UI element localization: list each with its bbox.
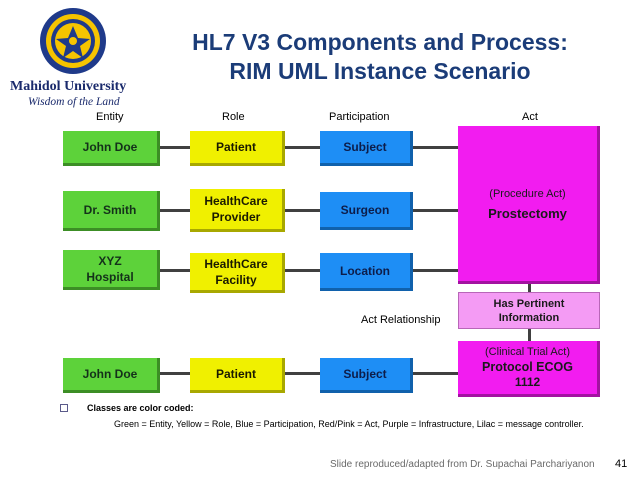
connector-line — [285, 209, 320, 212]
entity-box-john-doe-2: John Doe — [63, 358, 160, 393]
act-class-label: (Procedure Act) — [489, 187, 566, 200]
act-name-line-1: Protocol ECOG — [482, 360, 573, 374]
entity-label-line-2: Hospital — [86, 269, 134, 284]
act-class-label: (Clinical Trial Act) — [485, 346, 570, 358]
entity-box-xyz-hospital: XYZ Hospital — [63, 250, 160, 290]
role-label-line-2: Facility — [215, 272, 257, 287]
note-title: Classes are color coded: — [87, 403, 194, 413]
connector-line — [285, 372, 320, 375]
act-relationship-box: Has Pertinent Information — [458, 292, 600, 329]
connector-line — [528, 284, 531, 292]
note-body: Green = Entity, Yellow = Role, Blue = Pa… — [114, 419, 584, 429]
role-label-line-1: HealthCare — [204, 194, 268, 208]
act-relationship-label: Act Relationship — [361, 314, 441, 326]
connector-line — [285, 269, 320, 272]
university-motto: Wisdom of the Land — [28, 96, 120, 108]
mahidol-seal-logo — [40, 8, 106, 74]
connector-line — [413, 372, 458, 375]
role-label-line-1: HealthCare — [204, 256, 268, 271]
connector-line — [160, 146, 190, 149]
participation-box-surgeon: Surgeon — [320, 192, 413, 230]
connector-line — [413, 269, 458, 272]
participation-box-subject-2: Subject — [320, 358, 413, 393]
act-box-prostectomy: (Procedure Act) Prostectomy — [458, 126, 600, 284]
connector-line — [285, 146, 320, 149]
role-box-healthcare-facility: HealthCare Facility — [190, 253, 285, 293]
relationship-line-1: Has Pertinent — [493, 297, 565, 310]
act-box-protocol-ecog: (Clinical Trial Act) Protocol ECOG 1112 — [458, 341, 600, 397]
act-name-label: Prostectomy — [488, 205, 567, 221]
connector-line — [413, 209, 458, 212]
slide-title: HL7 V3 Components and Process: RIM UML I… — [140, 28, 620, 86]
title-line-2: RIM UML Instance Scenario — [229, 58, 531, 84]
column-header-act: Act — [522, 111, 538, 123]
connector-line — [160, 269, 190, 272]
role-box-healthcare-provider: HealthCare Provider — [190, 189, 285, 232]
connector-line — [413, 146, 458, 149]
column-header-entity: Entity — [96, 111, 124, 123]
entity-box-john-doe: John Doe — [63, 131, 160, 166]
connector-line — [160, 209, 190, 212]
university-name: Mahidol University — [10, 79, 127, 94]
participation-box-subject: Subject — [320, 131, 413, 166]
relationship-line-2: Information — [498, 311, 560, 324]
title-line-1: HL7 V3 Components and Process: — [192, 29, 568, 55]
entity-box-dr-smith: Dr. Smith — [63, 191, 160, 231]
column-header-participation: Participation — [329, 111, 390, 123]
connector-line — [528, 329, 531, 341]
entity-label-line-1: XYZ — [98, 253, 122, 268]
role-label-line-2: Provider — [211, 210, 261, 224]
role-box-patient: Patient — [190, 131, 285, 166]
role-box-patient-2: Patient — [190, 358, 285, 393]
connector-line — [160, 372, 190, 375]
act-name-line-2: 1112 — [514, 375, 541, 389]
column-header-role: Role — [222, 111, 245, 123]
page-number: 41 — [615, 458, 628, 470]
bullet-icon — [60, 404, 68, 412]
slide-credit: Slide reproduced/adapted from Dr. Supach… — [330, 459, 595, 470]
participation-box-location: Location — [320, 253, 413, 291]
